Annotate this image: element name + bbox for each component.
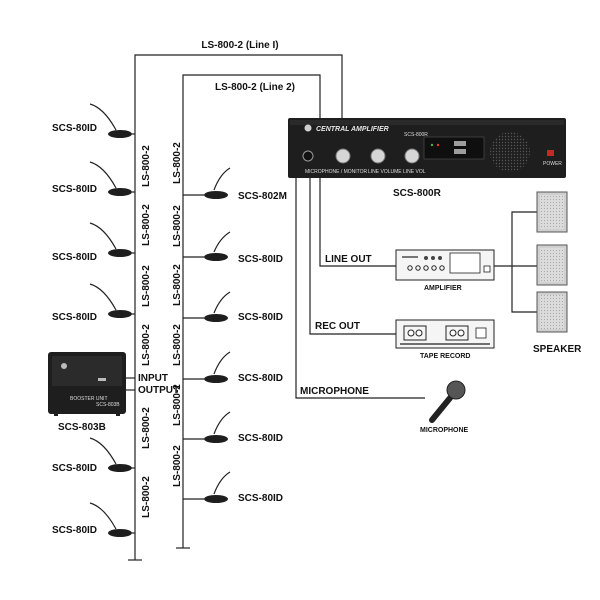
cable-line-1: LS-800-2 (Line I) [134,40,343,560]
microphone-head-icon [446,380,466,400]
left-segment-3: LS-800-2 [141,265,152,307]
booster-model-plate: SCS-803B [96,402,120,408]
power-switch [547,150,554,156]
knob-label-1: MICROPHONE / MONITOR [305,169,368,175]
right-unit-3-label: SCS-80ID [238,312,283,323]
knob-label-3: LINE VOL [403,169,426,175]
speaker-2 [536,244,568,286]
left-mic-5: SCS-80ID [52,437,135,474]
booster-output-label: OUTPUT [138,385,179,396]
microphone-line-label: MICROPHONE [300,386,369,397]
right-segment-5: LS-800-2 [172,384,183,426]
central-amplifier: CENTRAL AMPLIFIER SCS-800R MICROPHONE / … [288,118,566,199]
cable-line-1-label: LS-800-2 (Line I) [201,40,278,51]
left-mic-4: SCS-80ID [52,283,135,323]
speaker-bus [511,211,537,313]
right-segment-2: LS-800-2 [172,205,183,247]
central-label: SCS-800R [393,188,442,199]
left-segment-5: LS-800-2 [141,407,152,449]
right-segment-4: LS-800-2 [172,324,183,366]
right-unit-6-label: SCS-80ID [238,493,283,504]
line-volume-knob [370,148,386,164]
monitor-speaker-grille [490,132,530,172]
mic-monitor-knob [335,148,351,164]
central-display-panel [423,136,485,160]
right-segment-labels: LS-800-2 LS-800-2 LS-800-2 LS-800-2 LS-8… [172,142,183,487]
right-mic-6: SCS-80ID [183,471,283,504]
left-segment-labels: LS-800-2 LS-800-2 LS-800-2 LS-800-2 LS-8… [141,145,152,518]
left-mic-2: SCS-80ID [52,161,135,196]
left-mic-1: SCS-80ID [52,103,135,138]
power-label: POWER [543,161,562,167]
central-brand: CENTRAL AMPLIFIER [316,126,389,133]
right-unit-1-label: SCS-802M [238,191,287,202]
tape-reel-left-2 [415,329,423,337]
speaker-group: SPEAKER [511,191,582,355]
tape-record-device: TAPE RECORD [395,319,495,360]
tape-reel-right-1 [449,329,457,337]
cable-line-2-label: LS-800-2 (Line 2) [215,82,295,93]
right-unit-4-label: SCS-80ID [238,373,283,384]
left-unit-3-label: SCS-80ID [52,252,97,263]
amplifier-display [449,252,481,274]
right-segment-1: LS-800-2 [172,142,183,184]
line-vol-knob [404,148,420,164]
right-mic-1: SCS-802M [183,167,287,202]
handheld-microphone: MICROPHONE [420,380,469,434]
left-unit-5-label: SCS-80ID [52,463,97,474]
central-logo-icon [304,124,312,132]
amplifier-device: AMPLIFIER [395,249,495,292]
cable-line-2: LS-800-2 (Line 2) [182,74,321,548]
left-mic-3: SCS-80ID [52,222,135,263]
booster-input-label: INPUT [138,373,168,384]
tape-reel-right-2 [457,329,465,337]
rec-out-label: REC OUT [315,321,360,332]
mic-jack-icon [302,150,314,162]
speaker-3 [536,291,568,333]
booster-logo-icon [61,363,67,369]
left-segment-6: LS-800-2 [141,476,152,518]
left-unit-2-label: SCS-80ID [52,184,97,195]
tape-record-label: TAPE RECORD [420,353,470,360]
microphone-label: MICROPHONE [420,427,469,434]
amplifier-label: AMPLIFIER [424,285,462,292]
left-mic-6: SCS-80ID [52,502,135,537]
speaker-label: SPEAKER [533,344,582,355]
booster-unit: BOOSTER UNIT SCS-803B SCS-803B [48,352,126,433]
right-mic-3: SCS-80ID [183,291,283,323]
left-unit-6-label: SCS-80ID [52,525,97,536]
booster-label: SCS-803B [58,422,106,433]
right-unit-2-label: SCS-80ID [238,254,283,265]
right-segment-3: LS-800-2 [172,264,183,306]
knob-label-2: LINE VOLUME [368,169,402,175]
left-segment-2: LS-800-2 [141,204,152,246]
tape-reel-left-1 [407,329,415,337]
microphone-cable [295,178,425,399]
left-unit-1-label: SCS-80ID [52,123,97,134]
right-mic-5: SCS-80ID [183,411,283,444]
left-segment-1: LS-800-2 [141,145,152,187]
right-segment-6: LS-800-2 [172,445,183,487]
line-out-cable [319,178,396,267]
right-mic-4: SCS-80ID [183,351,283,384]
left-unit-4-label: SCS-80ID [52,312,97,323]
left-segment-4: LS-800-2 [141,324,152,366]
central-model-plate: SCS-800R [404,132,428,138]
right-unit-5-label: SCS-80ID [238,433,283,444]
line-out-label: LINE OUT [325,254,372,265]
speaker-1 [536,191,568,233]
booster-front-text: BOOSTER UNIT [70,396,108,402]
right-mic-2: SCS-80ID [183,231,283,265]
rec-out-cable [309,178,396,335]
